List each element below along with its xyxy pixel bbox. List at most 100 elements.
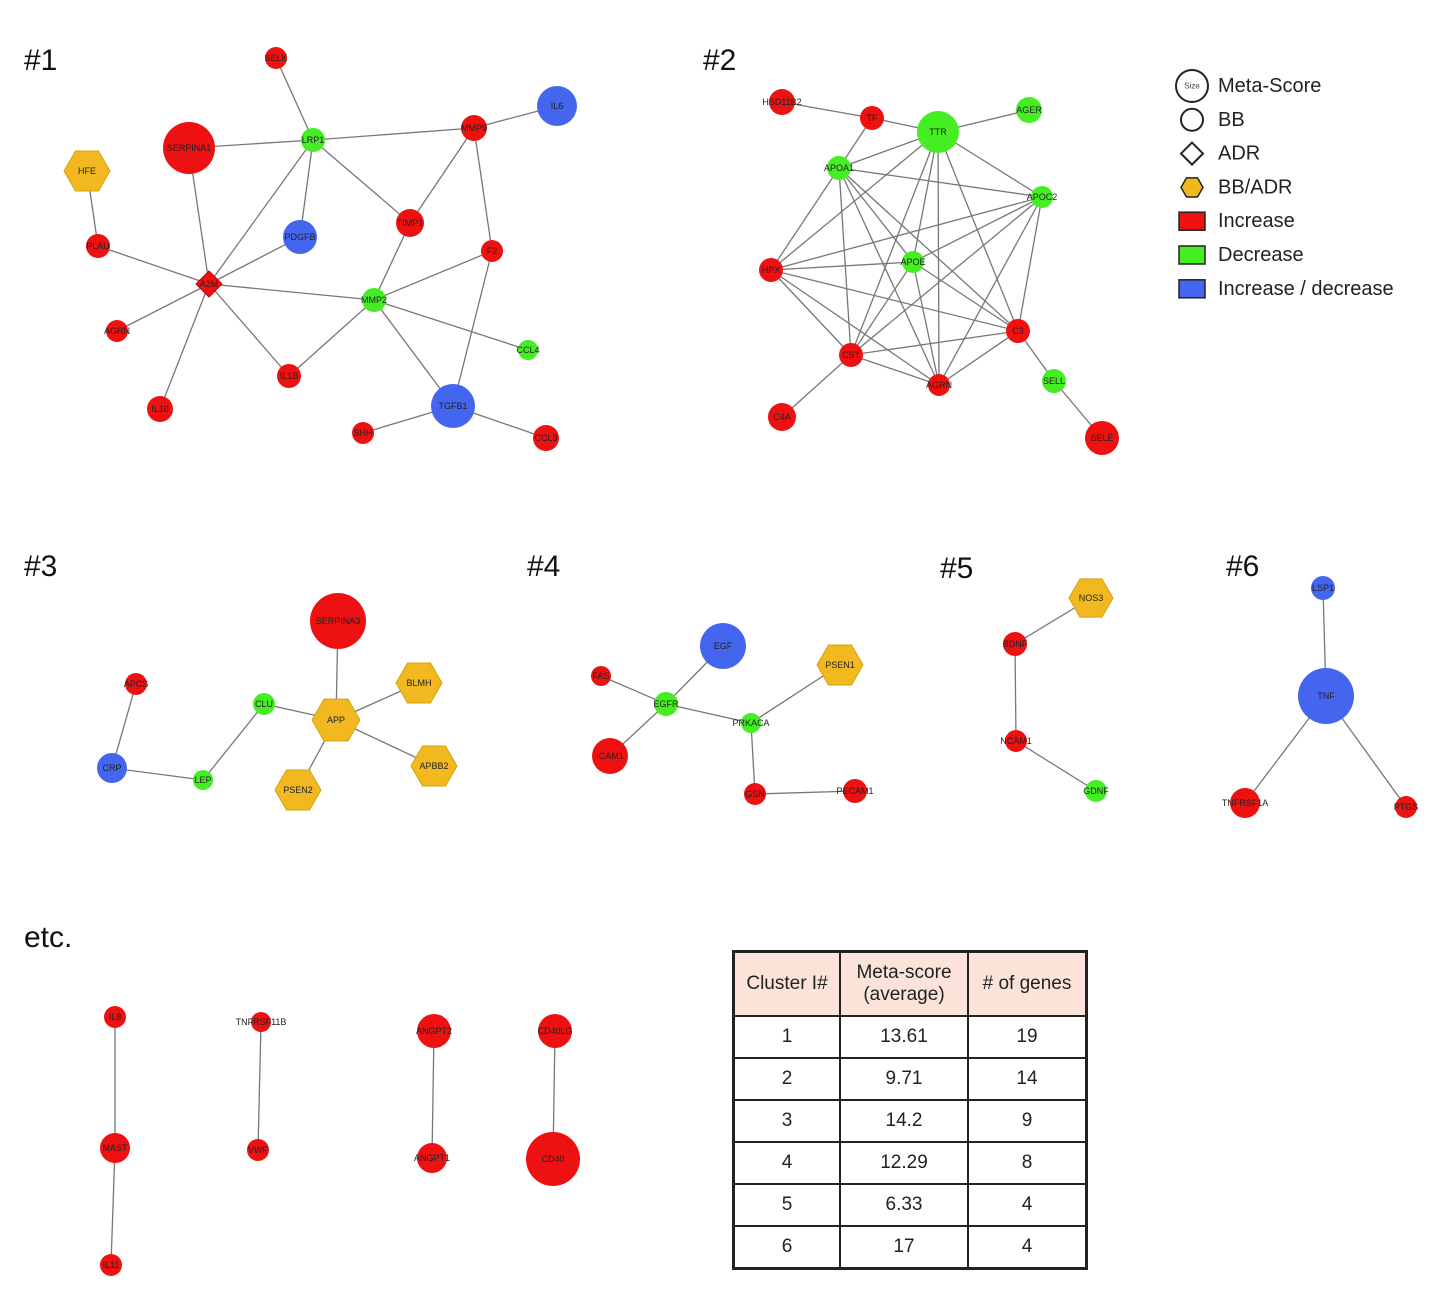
- node-label: LEP: [194, 775, 211, 785]
- node-apoa1[interactable]: APOA1: [824, 156, 854, 180]
- node-label: ANGPT2: [416, 1026, 452, 1036]
- node-label: ANGPT1: [414, 1153, 450, 1163]
- node-mmp2[interactable]: MMP2: [361, 288, 387, 312]
- node-tnfrsf11b[interactable]: TNFRSF11B: [236, 1012, 287, 1032]
- node-ccl4[interactable]: CCL4: [516, 340, 540, 360]
- circle-icon: [1180, 107, 1204, 132]
- node-il1b[interactable]: IL1B: [277, 364, 301, 388]
- node-sele[interactable]: SELE: [1085, 421, 1119, 455]
- node-agrn2[interactable]: AGRN: [926, 374, 952, 396]
- node-circle: [193, 770, 213, 790]
- node-psen1[interactable]: PSEN1: [816, 644, 864, 686]
- node-angpt2[interactable]: ANGPT2: [416, 1014, 452, 1048]
- color-swatch-icon: [1178, 279, 1206, 299]
- node-cd40lg[interactable]: CD40LG: [537, 1014, 573, 1048]
- node-circle: [1016, 97, 1042, 123]
- node-tnf[interactable]: TNF: [1298, 668, 1354, 724]
- node-cst[interactable]: CST: [839, 343, 863, 367]
- node-gsn[interactable]: GSN: [744, 783, 766, 805]
- node-apoe[interactable]: APOE: [900, 251, 926, 273]
- node-circle: [125, 673, 147, 695]
- node-f2[interactable]: F2: [481, 240, 503, 262]
- node-agrn[interactable]: AGRN: [104, 320, 130, 342]
- node-hsd11b2[interactable]: HSD11B2: [762, 89, 802, 115]
- node-label: IL10: [151, 404, 169, 414]
- node-a2m[interactable]: A2M: [195, 270, 223, 298]
- node-ttr[interactable]: TTR: [917, 111, 959, 153]
- node-app[interactable]: APP: [311, 698, 361, 742]
- node-il10[interactable]: IL10: [147, 396, 173, 422]
- node-sell[interactable]: SELL: [1042, 369, 1066, 393]
- node-icam1[interactable]: ICAM1: [592, 738, 628, 774]
- edge-mmp2-ccl4: [373, 299, 529, 351]
- node-plau[interactable]: PLAU: [86, 234, 110, 258]
- node-bdnf[interactable]: BDNF: [1003, 632, 1028, 656]
- node-circle: [104, 1006, 126, 1028]
- node-hpx[interactable]: HPX: [759, 258, 783, 282]
- node-c3[interactable]: C3: [1006, 319, 1030, 343]
- legend-item-increase-decrease: Increase / decrease: [1178, 278, 1394, 300]
- node-selk[interactable]: SELK: [264, 47, 288, 69]
- node-label: TIMP1: [397, 218, 424, 228]
- edge-apoa1-cst: [838, 167, 852, 356]
- node-c4a[interactable]: C4A: [768, 403, 796, 431]
- node-apoc2[interactable]: APOC2: [1027, 186, 1058, 208]
- node-circle: [253, 693, 275, 715]
- node-pecam1[interactable]: PECAM1: [836, 779, 874, 803]
- node-cd40[interactable]: CD40: [526, 1132, 580, 1186]
- node-label: CRP: [102, 763, 121, 773]
- node-tgfb1[interactable]: TGFB1: [431, 384, 475, 428]
- node-egfr[interactable]: EGFR: [653, 692, 679, 716]
- node-mmp9[interactable]: MMP9: [461, 115, 487, 141]
- node-crp[interactable]: CRP: [97, 753, 127, 783]
- node-circle: [1006, 319, 1030, 343]
- node-apbb2[interactable]: APBB2: [410, 745, 458, 787]
- node-lep[interactable]: LEP: [193, 770, 213, 790]
- node-tnfrsf1a[interactable]: TNFRSF1A: [1222, 788, 1269, 818]
- node-il11[interactable]: IL11: [100, 1254, 122, 1276]
- node-ager[interactable]: AGER: [1016, 97, 1042, 123]
- node-circle: [106, 320, 128, 342]
- node-label: PRKACA: [732, 718, 769, 728]
- node-angpt1[interactable]: ANGPT1: [414, 1143, 450, 1173]
- node-serpina3[interactable]: SERPINA3: [310, 593, 366, 649]
- node-tf[interactable]: TF: [860, 106, 884, 130]
- node-hexagon: [410, 745, 458, 787]
- node-circle: [461, 115, 487, 141]
- node-vwf[interactable]: VWF: [247, 1139, 269, 1161]
- node-psen2[interactable]: PSEN2: [274, 769, 322, 811]
- node-il6[interactable]: IL6: [537, 86, 577, 126]
- cell-meta-score: 12.29: [839, 1141, 969, 1185]
- node-lsp1[interactable]: LSP1: [1311, 576, 1335, 600]
- node-ptgs[interactable]: PTGS: [1394, 796, 1419, 818]
- node-prkaca[interactable]: PRKACA: [732, 713, 770, 733]
- node-apcs[interactable]: APCS: [124, 673, 149, 695]
- node-hfe[interactable]: HFE: [63, 150, 111, 192]
- node-circle: [100, 1254, 122, 1276]
- node-ncam1[interactable]: NCAM1: [1000, 730, 1032, 752]
- node-circle: [741, 713, 761, 733]
- node-gdnf[interactable]: GDNF: [1083, 780, 1109, 802]
- node-serpina1[interactable]: SERPINA1: [163, 122, 215, 174]
- node-mast[interactable]: MAST: [100, 1133, 130, 1163]
- node-clu[interactable]: CLU: [253, 693, 275, 715]
- node-lrp1[interactable]: LRP1: [301, 128, 325, 152]
- node-label: PSEN2: [283, 785, 313, 795]
- edge-mmp2-tgfb1: [373, 299, 454, 407]
- node-fas[interactable]: FAS: [591, 666, 611, 686]
- node-nos3[interactable]: NOS3: [1068, 578, 1114, 618]
- node-il8[interactable]: IL8: [104, 1006, 126, 1028]
- edge-mmp9-timp1: [409, 127, 475, 224]
- node-pdgfb[interactable]: PDGFB: [283, 220, 317, 254]
- node-label: PSEN1: [825, 660, 855, 670]
- node-blmh[interactable]: BLMH: [395, 662, 443, 704]
- edge-apoe-c3: [912, 261, 1019, 332]
- node-timp1[interactable]: TIMP1: [396, 209, 424, 237]
- edge-ttr-c3: [937, 131, 1019, 332]
- edge-ncam1-gdnf: [1015, 740, 1097, 792]
- node-egf[interactable]: EGF: [700, 623, 746, 669]
- node-ccl3[interactable]: CCL3: [533, 425, 559, 451]
- node-shh[interactable]: SHH: [352, 422, 374, 444]
